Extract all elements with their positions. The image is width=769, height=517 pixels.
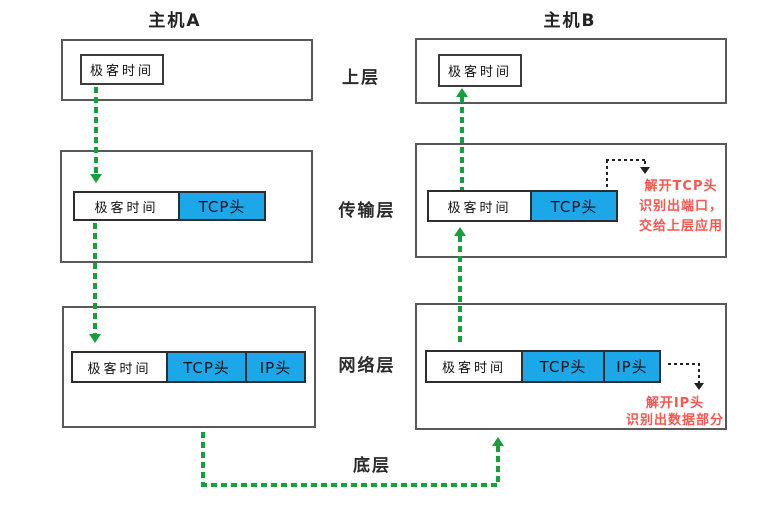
tcp-header-segment: TCP头 bbox=[530, 190, 618, 222]
tcp-unpack-note-line3: 交给上层应用 bbox=[638, 219, 723, 234]
green-dashed-underpass-horizontal bbox=[201, 483, 498, 487]
tcp-unpack-note: 解开TCP头 识别出端口， 交给上层应用 bbox=[633, 177, 729, 237]
green-dashed-underpass-down bbox=[201, 432, 205, 485]
arrow-up-icon bbox=[492, 437, 504, 446]
tcp-header-segment: TCP头 bbox=[178, 191, 266, 221]
green-dashed-arrow-b-network-to-transport bbox=[458, 236, 462, 343]
tcp-header-segment: TCP头 bbox=[521, 350, 605, 383]
ip-unpack-path-horizontal bbox=[668, 363, 699, 365]
host-a-upper-data-box: 极客时间 bbox=[80, 54, 164, 85]
payload-segment: 极客时间 bbox=[71, 351, 168, 383]
ip-header-segment: IP头 bbox=[245, 351, 306, 383]
tcp-unpack-path-drop bbox=[644, 161, 646, 169]
layer-label-bottom: 底层 bbox=[353, 456, 391, 476]
ip-unpack-note: 解开IP头 识别出数据部分 bbox=[620, 395, 730, 429]
layer-label-transport: 传输层 bbox=[338, 201, 396, 221]
arrow-down-icon bbox=[89, 334, 101, 343]
host-b-transport-packet: 极客时间 TCP头 bbox=[427, 190, 618, 222]
arrow-down-icon bbox=[90, 174, 102, 183]
tcp-unpack-path-vertical bbox=[606, 160, 608, 188]
payload-segment: 极客时间 bbox=[425, 350, 523, 383]
green-dashed-arrow-a-transport-to-network bbox=[93, 223, 97, 336]
host-a-network-packet: 极客时间 TCP头 IP头 bbox=[71, 351, 306, 383]
layer-label-upper: 上层 bbox=[342, 68, 380, 88]
host-b-network-packet: 极客时间 TCP头 IP头 bbox=[425, 350, 661, 383]
host-b-upper-data-box: 极客时间 bbox=[438, 54, 522, 87]
payload-segment: 极客时间 bbox=[427, 190, 532, 222]
layer-label-network: 网络层 bbox=[338, 356, 396, 376]
tcp-header-segment: TCP头 bbox=[166, 351, 247, 383]
green-dashed-arrow-b-transport-to-upper bbox=[460, 97, 464, 190]
payload-segment: 极客时间 bbox=[73, 191, 180, 221]
tcp-unpack-note-line2: 识别出端口， bbox=[638, 199, 723, 214]
ip-unpack-path-drop bbox=[698, 363, 700, 384]
ip-unpack-note-line2: 识别出数据部分 bbox=[625, 413, 724, 428]
host-a-transport-packet: 极客时间 TCP头 bbox=[73, 191, 266, 221]
green-dashed-underpass-up bbox=[496, 446, 500, 486]
arrow-up-icon bbox=[454, 227, 466, 236]
green-dashed-arrow-a-upper-to-transport bbox=[94, 87, 98, 176]
arrow-down-icon bbox=[640, 167, 650, 174]
host-a-title: 主机A bbox=[148, 11, 202, 31]
arrow-up-icon bbox=[456, 88, 468, 97]
host-b-title: 主机B bbox=[543, 11, 597, 31]
tcp-unpack-note-line1: 解开TCP头 bbox=[644, 179, 718, 194]
ip-unpack-note-line1: 解开IP头 bbox=[645, 396, 705, 411]
ip-header-segment: IP头 bbox=[603, 350, 661, 383]
arrow-down-icon bbox=[694, 383, 704, 390]
tcp-unpack-path-horizontal bbox=[606, 159, 645, 161]
